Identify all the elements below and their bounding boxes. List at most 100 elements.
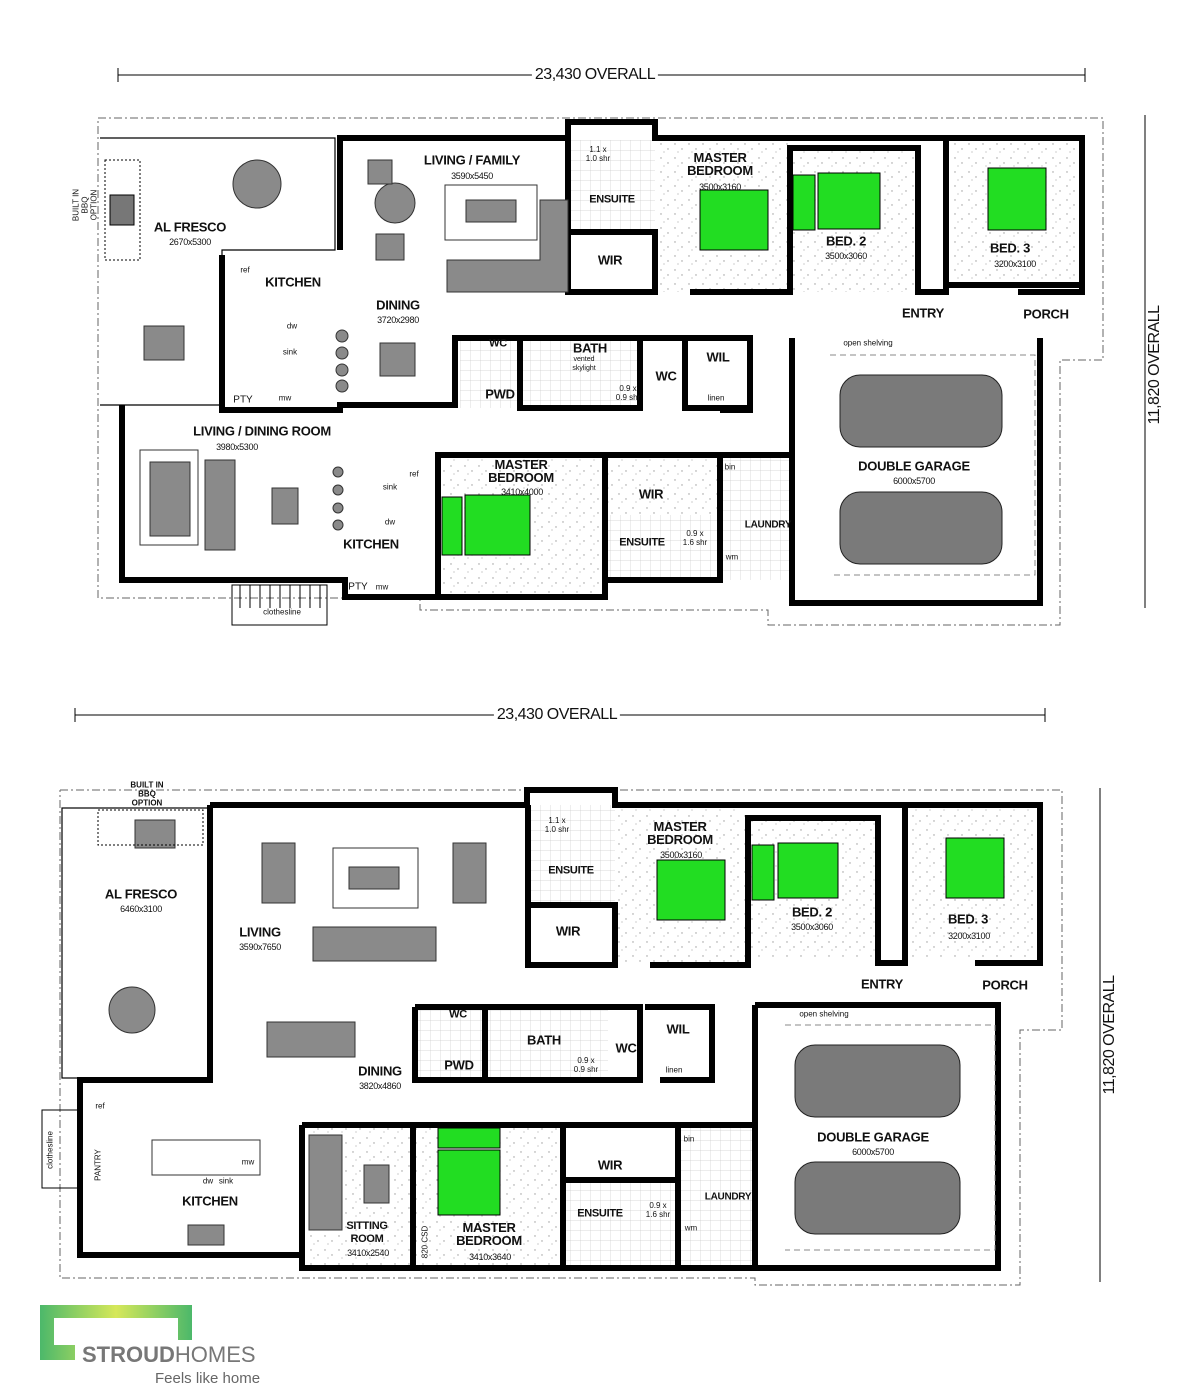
room-label: WIR — [597, 252, 623, 268]
room-label: WIL — [706, 349, 730, 365]
room-label: BED. 2 — [791, 904, 833, 920]
car-icon — [839, 374, 1003, 448]
bed-icon — [817, 172, 881, 230]
room-label: LAUNDRY — [704, 1191, 752, 1203]
note: clothesline — [45, 1131, 55, 1169]
brand-name-light: HOMES — [174, 1342, 256, 1367]
bed-icon — [987, 167, 1047, 231]
bed-icon — [441, 496, 463, 556]
room-label: MASTER BEDROOM — [488, 457, 554, 485]
note: linen — [707, 393, 725, 403]
note: mw — [241, 1157, 255, 1167]
note: linen — [665, 1065, 683, 1075]
bed-icon — [437, 1127, 501, 1149]
room-dimension: 3590x7650 — [239, 942, 281, 952]
room-dimension: 6000x5700 — [893, 476, 935, 486]
room-label: KITCHEN — [343, 536, 399, 552]
room-label: LIVING — [239, 924, 281, 940]
room-dimension: 3500x3160 — [660, 850, 702, 860]
room-dimension: 3500x3160 — [699, 182, 741, 192]
room-label: ENSUITE — [548, 864, 594, 877]
bed-icon — [777, 842, 839, 899]
room-label: MASTER BEDROOM — [687, 150, 753, 178]
room-label: BATH — [573, 340, 607, 356]
note: dw — [384, 517, 396, 527]
room-dimension: 3410x4000 — [501, 487, 543, 497]
note: bin — [724, 462, 736, 472]
note: 1.1 x 1.0 shr — [585, 145, 611, 163]
walls — [119, 119, 1085, 606]
room-dimension: 3200x3100 — [994, 259, 1036, 269]
car-icon — [839, 491, 1003, 565]
room-label: ENSUITE — [577, 1207, 623, 1220]
note: clothesline — [263, 607, 301, 617]
note: 820 CSD — [420, 1225, 430, 1259]
room-label: WIR — [638, 486, 664, 502]
note: dw — [286, 321, 298, 331]
note: bin — [683, 1134, 695, 1144]
brand-tagline: Feels like home — [155, 1370, 261, 1387]
room-label: KITCHEN — [182, 1193, 238, 1209]
site-boundary — [59, 789, 1063, 1286]
note-bbq-option: BUILT IN BBQ OPTION — [130, 780, 164, 808]
room-label: LIVING / FAMILY — [423, 152, 521, 168]
bed-icon — [792, 174, 816, 231]
room-dimension: 6460x3100 — [120, 904, 162, 914]
room-label: BED. 3 — [989, 240, 1031, 256]
overall-width-label: 23,430 OVERALL — [531, 66, 659, 84]
room-label: LAUNDRY — [744, 519, 792, 531]
room-label: LIVING / DINING ROOM — [193, 423, 331, 439]
bed-icon — [751, 844, 775, 901]
room-dimension: 6000x5700 — [852, 1147, 894, 1157]
note: PTY — [233, 394, 253, 406]
brand-name-bold: STROUD — [82, 1342, 175, 1367]
room-label: MASTER BEDROOM — [456, 1220, 522, 1248]
room-label: WC — [449, 1008, 467, 1021]
room-label: AL FRESCO — [153, 219, 227, 235]
bed-icon — [945, 837, 1005, 899]
room-label: KITCHEN — [265, 274, 321, 290]
note: PTY — [348, 581, 368, 593]
note: dw — [202, 1176, 214, 1186]
room-label: SITTING ROOM — [346, 1220, 388, 1245]
room-label: PWD — [485, 386, 515, 402]
room-label: DOUBLE GARAGE — [817, 1129, 929, 1145]
room-label: WIL — [666, 1021, 690, 1037]
note: sink — [382, 482, 398, 492]
site-boundary — [97, 117, 1104, 626]
room-label: PWD — [444, 1057, 474, 1073]
furniture — [108, 819, 487, 1246]
note: 0.9 x 0.9 shr — [573, 1056, 599, 1074]
room-dimension: 3820x4860 — [359, 1081, 401, 1091]
bed-icon — [464, 494, 531, 556]
room-dimension: 3590x5450 — [451, 171, 493, 181]
room-label: BED. 3 — [947, 911, 989, 927]
room-dimension: 3500x3060 — [825, 251, 867, 261]
note: ref — [409, 469, 419, 479]
room-dimension: 3980x5300 — [216, 442, 258, 452]
room-label: PORCH — [982, 977, 1028, 993]
beds — [437, 837, 1005, 1216]
note: wm — [684, 1223, 698, 1233]
note: 0.9 x 1.6 shr — [645, 1201, 671, 1219]
note: vented skylight — [572, 356, 596, 372]
room-label: WIR — [555, 923, 581, 939]
room-label: ENTRY — [860, 976, 904, 992]
room-dimension: 3500x3060 — [791, 922, 833, 932]
note: mw — [375, 582, 389, 592]
note: open shelving — [799, 1009, 849, 1019]
note: open shelving — [843, 338, 893, 348]
note-bbq-option: BUILT IN BBQ OPTION — [71, 188, 99, 222]
furniture — [143, 159, 569, 551]
room-label: WIR — [597, 1157, 623, 1173]
cars — [794, 1044, 961, 1235]
room-label: ENTRY — [901, 305, 945, 321]
room-label: BATH — [527, 1032, 561, 1048]
room-label: WC — [489, 337, 507, 350]
room-dimension: 3410x2540 — [347, 1248, 389, 1258]
brand-wordmark: STROUDHOMES — [82, 1342, 256, 1368]
plan-1 — [97, 68, 1146, 626]
overall-depth-label: 11,820 OVERALL — [1101, 972, 1119, 1098]
note: wm — [725, 552, 739, 562]
room-label: ENSUITE — [619, 536, 665, 549]
